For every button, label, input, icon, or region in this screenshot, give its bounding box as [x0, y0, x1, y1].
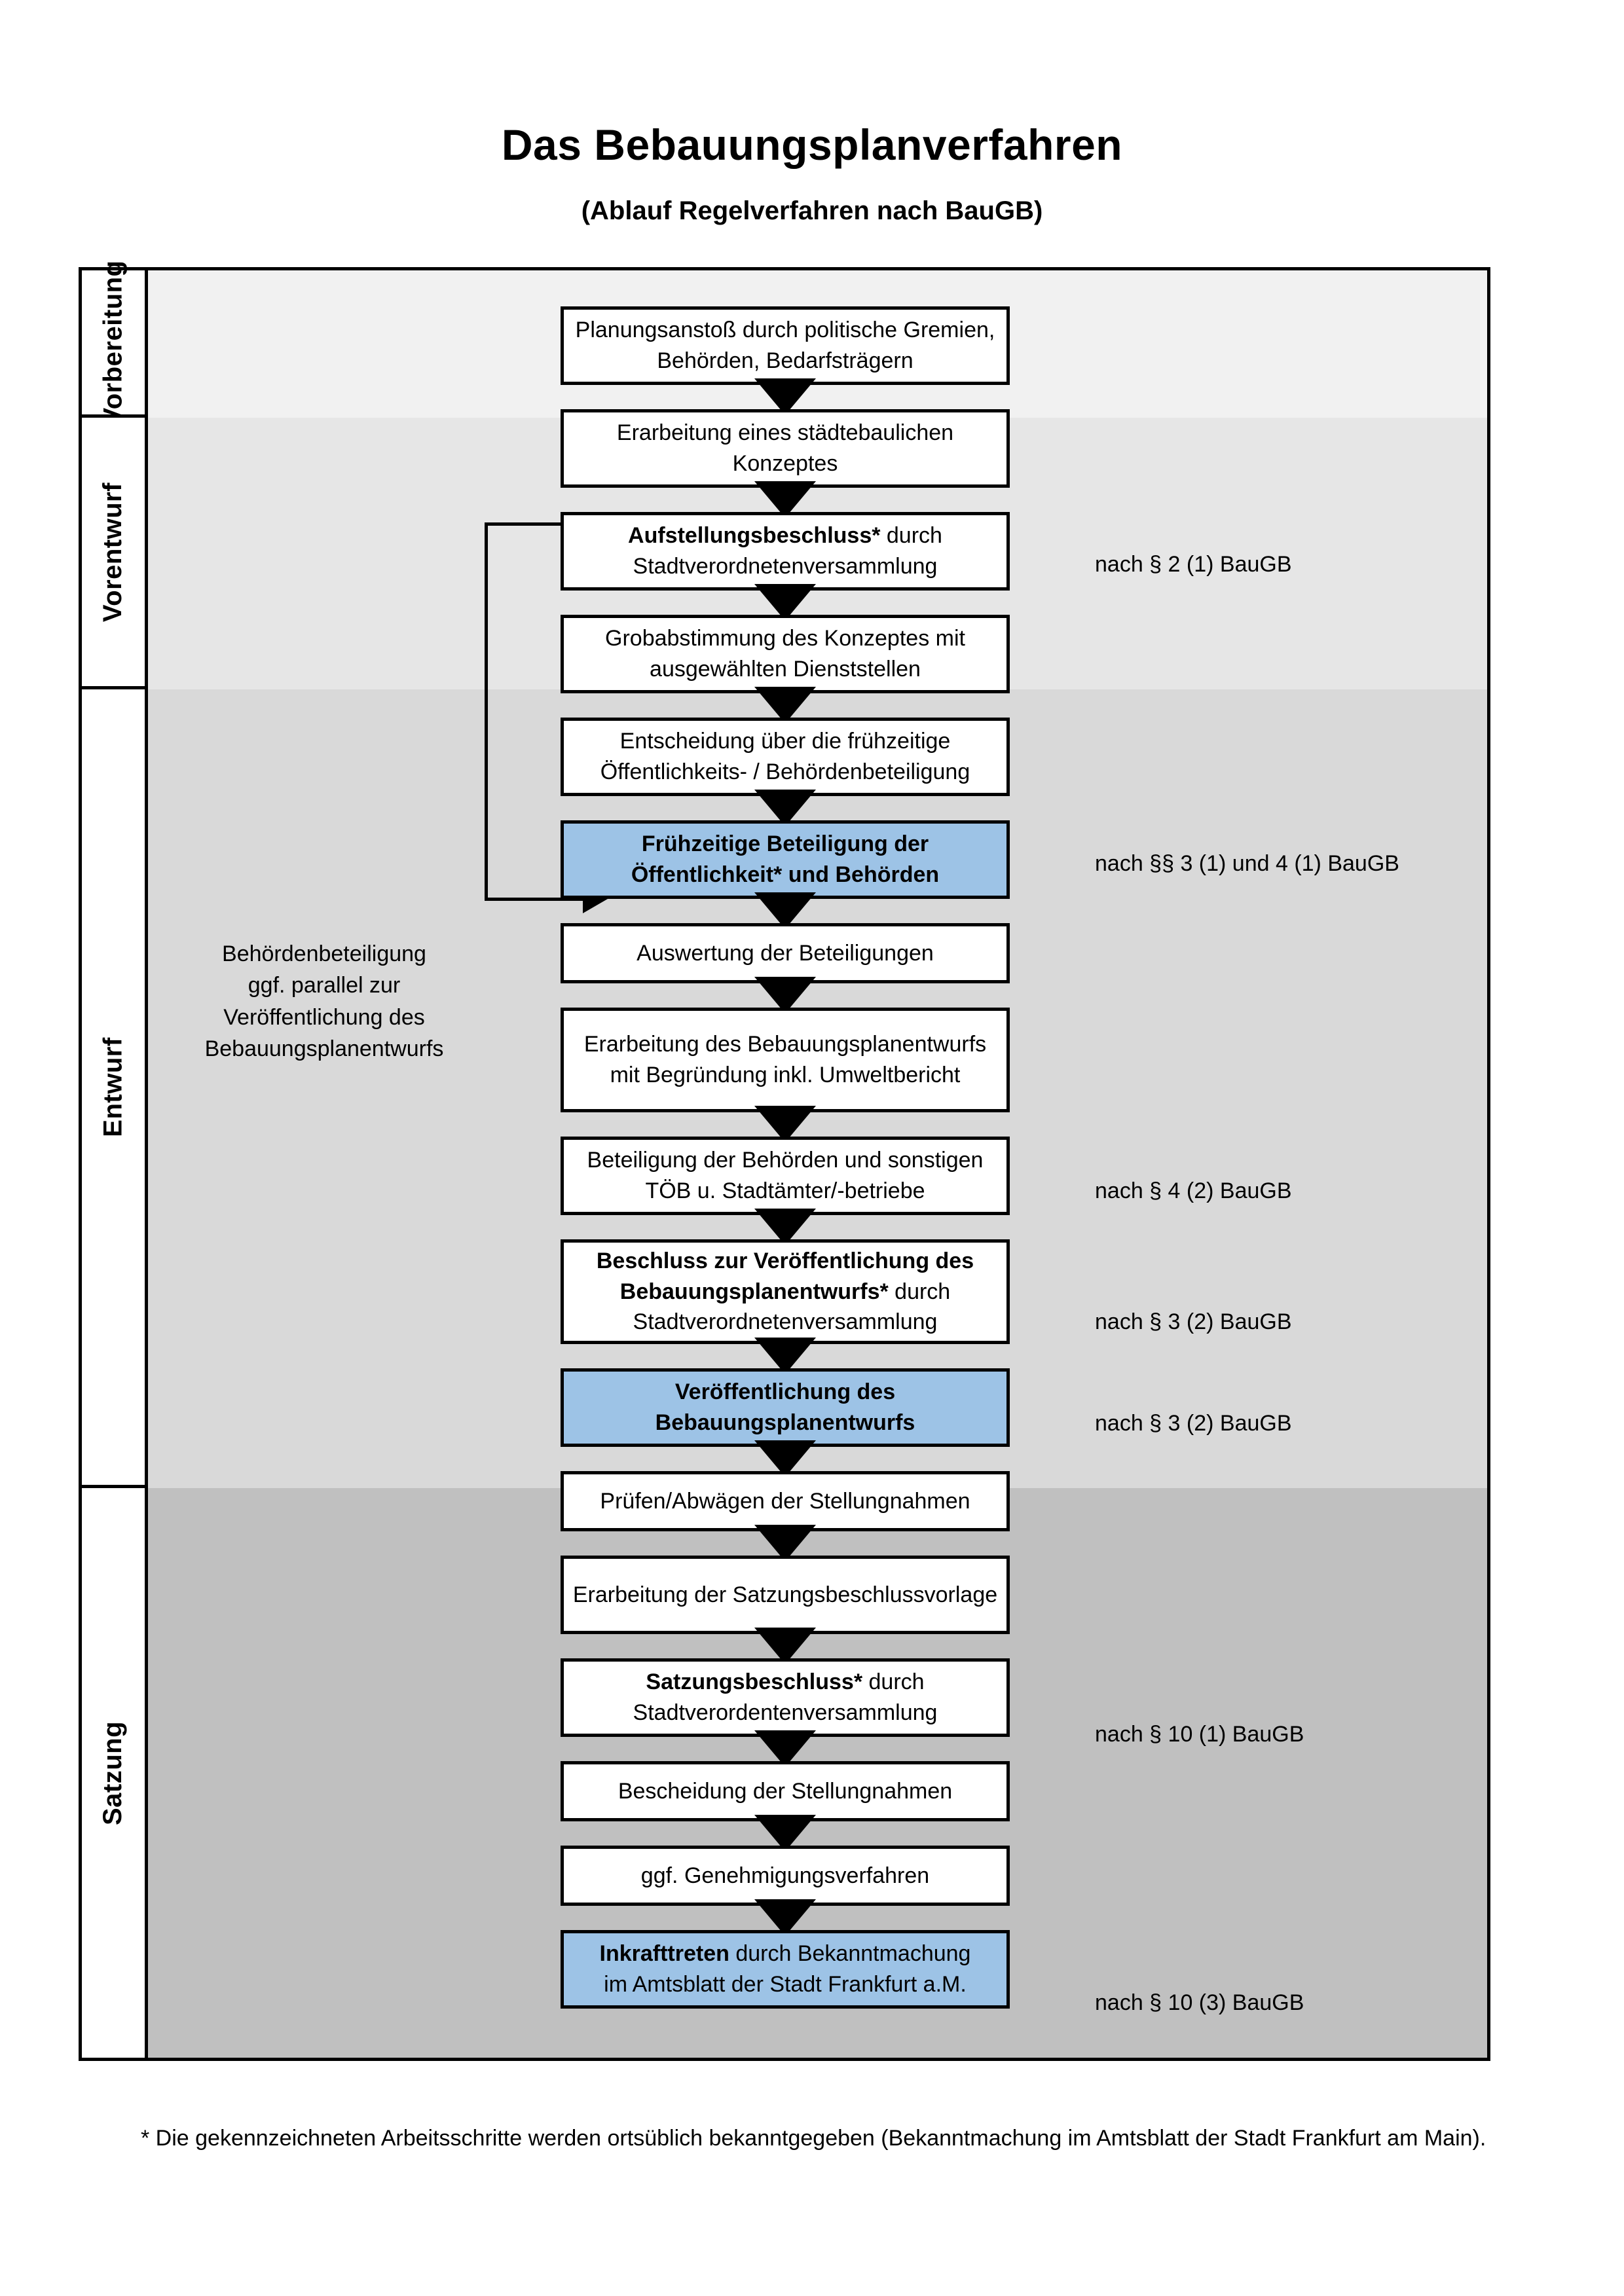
arrow-pruefen-to-satzungsbeschlussvorlage [754, 1525, 816, 1561]
step-label: Entscheidung über die frühzeitige Öffent… [600, 729, 970, 784]
arrow-erarbeitung-to-beteiligung-behoerden [754, 1106, 816, 1142]
step-satzungsbeschluss[interactable]: Satzungsbeschluss* durch Stadtverordente… [561, 1658, 1010, 1737]
arrow-beteiligung-to-beschluss [754, 1209, 816, 1245]
arrow-planungsanstoss-to-konzept [754, 378, 816, 415]
step-label-rest: durch Bekanntmachung [729, 1941, 971, 1967]
step-label-line3: Stadtverordnetenversammlung [633, 1309, 938, 1335]
step-label: Erarbeitung des Bebauungsplanentwurfs mi… [583, 1032, 987, 1087]
step-label: Bescheidung der Stellungnahmen [618, 1778, 953, 1804]
step-label: Auswertung der Beteiligungen [637, 940, 934, 966]
step-aufstellungsbeschluss[interactable]: Aufstellungsbeschluss* durch Stadtverord… [561, 512, 1010, 591]
arrow-vorlage-to-satzungsbeschluss [754, 1628, 816, 1664]
step-label-bold: Satzungsbeschluss* [646, 1669, 863, 1695]
reference-paragraph-4-2: nach § 4 (2) BauGB [1095, 1178, 1292, 1203]
step-label-line2: Stadtverordnetenversammlung [633, 554, 938, 579]
step-label: Satzungsbeschluss* durch Stadtverordente… [633, 1667, 938, 1728]
reference-paragraph-3-2-a: nach § 3 (2) BauGB [1095, 1309, 1292, 1334]
step-label: Aufstellungsbeschluss* durch Stadtverord… [628, 520, 942, 582]
footnote: * Die gekennzeichneten Arbeitsschritte w… [141, 2126, 1486, 2151]
phase-cell-entwurf: Entwurf [82, 689, 145, 1488]
step-fruehzeitige-beteiligung[interactable]: Frühzeitige Beteiligung der Öffentlichke… [561, 820, 1010, 899]
step-label-line2: im Amtsblatt der Stadt Frankfurt a.M. [604, 1972, 967, 1997]
step-label: Planungsanstoß durch politische Gremien,… [575, 318, 995, 373]
reference-paragraph-10-3: nach § 10 (3) BauGB [1095, 1990, 1304, 2015]
step-label-bold: Inkrafttreten [599, 1941, 729, 1967]
arrow-auswertung-to-erarbeitung-entwurf [754, 977, 816, 1013]
step-entscheidung-fruehzeitig[interactable]: Entscheidung über die frühzeitige Öffent… [561, 718, 1010, 796]
step-label: Frühzeitige Beteiligung der Öffentlichke… [631, 831, 940, 887]
step-beteiligung-behoerden[interactable]: Beteiligung der Behörden und sonstigen T… [561, 1137, 1010, 1215]
step-label: Beteiligung der Behörden und sonstigen T… [587, 1148, 984, 1203]
step-label-bold2: Bebauungsplanentwurfs* [619, 1279, 889, 1304]
step-beschluss-veroeffentlichung[interactable]: Beschluss zur Veröffentlichung des Bebau… [561, 1239, 1010, 1344]
arrow-bescheidung-to-genehmigungsverfahren [754, 1815, 816, 1851]
arrow-konzept-to-aufstellungsbeschluss [754, 481, 816, 518]
reference-paragraph-3-1-4-1: nach §§ 3 (1) und 4 (1) BauGB [1095, 851, 1399, 876]
step-label-rest: durch [888, 1279, 951, 1304]
arrow-satzungsbeschluss-to-bescheidung [754, 1730, 816, 1767]
phase-cell-vorbereitung: Vorbereitung [82, 260, 145, 425]
step-label: Prüfen/Abwägen der Stellungnahmen [600, 1488, 970, 1514]
step-genehmigungsverfahren[interactable]: ggf. Genehmigungsverfahren [561, 1846, 1010, 1906]
arrow-grobabstimmung-to-entscheidung [754, 687, 816, 723]
step-label: Inkrafttreten durch Bekanntmachung im Am… [600, 1939, 971, 2000]
step-label: Erarbeitung der Satzungsbeschlussvorlage [572, 1582, 998, 1607]
reference-paragraph-10-1: nach § 10 (1) BauGB [1095, 1722, 1304, 1747]
step-satzungsbeschlussvorlage[interactable]: Erarbeitung der Satzungsbeschlussvorlage [561, 1556, 1010, 1634]
reference-paragraph-2-1: nach § 2 (1) BauGB [1095, 552, 1292, 577]
phase-cell-vorentwurf: Vorentwurf [82, 418, 145, 689]
page-title: Das Bebauungsplanverfahren [501, 120, 1123, 169]
step-label-line2: Stadtverordentenversammlung [633, 1700, 938, 1725]
page-subtitle: (Ablauf Regelverfahren nach BauGB) [581, 196, 1043, 225]
step-label-rest: durch [862, 1669, 925, 1695]
reference-paragraph-3-2-b: nach § 3 (2) BauGB [1095, 1411, 1292, 1436]
step-planungsanstoss[interactable]: Planungsanstoß durch politische Gremien,… [561, 306, 1010, 385]
step-auswertung[interactable]: Auswertung der Beteiligungen [561, 923, 1010, 983]
arrow-fruehzeitige-beteiligung-to-auswertung [754, 892, 816, 929]
step-label: Beschluss zur Veröffentlichung des Bebau… [597, 1246, 974, 1338]
step-label: ggf. Genehmigungsverfahren [640, 1863, 930, 1888]
phase-cell-satzung: Satzung [82, 1488, 145, 2058]
step-label: Grobabstimmung des Konzeptes mit ausgewä… [605, 626, 965, 682]
step-inkrafttreten[interactable]: Inkrafttreten durch Bekanntmachung im Am… [561, 1930, 1010, 2009]
step-konzept[interactable]: Erarbeitung eines städtebaulichen Konzep… [561, 409, 1010, 488]
arrow-genehmigung-to-inkrafttreten [754, 1899, 816, 1936]
phase-label-column: Vorbereitung Vorentwurf Entwurf Satzung [82, 260, 148, 2058]
title-block: Das Bebauungsplanverfahren (Ablauf Regel… [0, 121, 1624, 226]
step-grobabstimmung[interactable]: Grobabstimmung des Konzeptes mit ausgewä… [561, 615, 1010, 693]
step-label: Veröffentlichung des Bebauungsplanentwur… [655, 1379, 915, 1435]
step-veroeffentlichung[interactable]: Veröffentlichung des Bebauungsplanentwur… [561, 1368, 1010, 1447]
step-label-rest: durch [880, 523, 942, 549]
step-label-bold1: Beschluss zur Veröffentlichung des [596, 1248, 974, 1273]
step-erarbeitung-entwurf[interactable]: Erarbeitung des Bebauungsplanentwurfs mi… [561, 1008, 1010, 1112]
step-label: Erarbeitung eines städtebaulichen Konzep… [616, 420, 954, 476]
step-label-bold: Aufstellungsbeschluss* [628, 523, 881, 549]
arrow-entscheidung-to-fruehzeitige-beteiligung [754, 790, 816, 826]
arrow-beschluss-to-veroeffentlichung [754, 1338, 816, 1374]
arrow-aufstellungsbeschluss-to-grobabstimmung [754, 584, 816, 621]
step-bescheidung[interactable]: Bescheidung der Stellungnahmen [561, 1761, 1010, 1821]
arrow-veroeffentlichung-to-pruefen [754, 1440, 816, 1477]
side-note-behoerdenbeteiligung: Behördenbeteiligung ggf. parallel zur Ve… [204, 941, 444, 1061]
step-pruefen-abwaegen[interactable]: Prüfen/Abwägen der Stellungnahmen [561, 1471, 1010, 1531]
